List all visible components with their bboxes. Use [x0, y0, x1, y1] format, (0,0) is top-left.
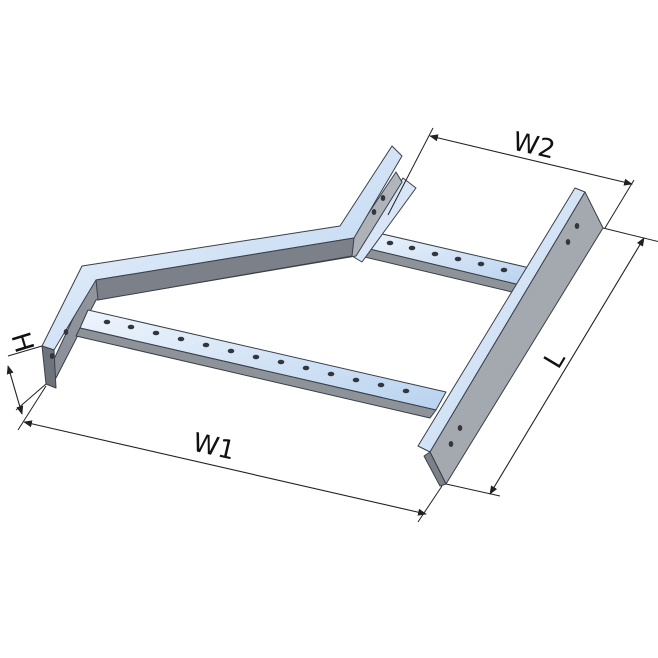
dimension-l-label: L [539, 346, 572, 374]
left-rail-inner-strip [95, 237, 355, 301]
right-rail-top-flange [417, 187, 586, 453]
dimension-h: H [4, 329, 47, 415]
left-rail-holes [49, 195, 386, 359]
dimension-w2: W2 [387, 127, 635, 229]
left-side-rail [41, 145, 417, 389]
right-side-rail [417, 187, 604, 487]
dimension-h-label: H [4, 329, 38, 356]
front-rung-holes [103, 319, 410, 394]
dimension-w1-label: W1 [190, 428, 238, 467]
dimension-w2-label: W2 [510, 127, 558, 166]
front-rung-top [79, 309, 447, 411]
front-rung [75, 309, 447, 419]
left-rail-end-face [41, 345, 57, 389]
right-rail-web [429, 191, 604, 485]
front-rung-side [75, 327, 437, 419]
